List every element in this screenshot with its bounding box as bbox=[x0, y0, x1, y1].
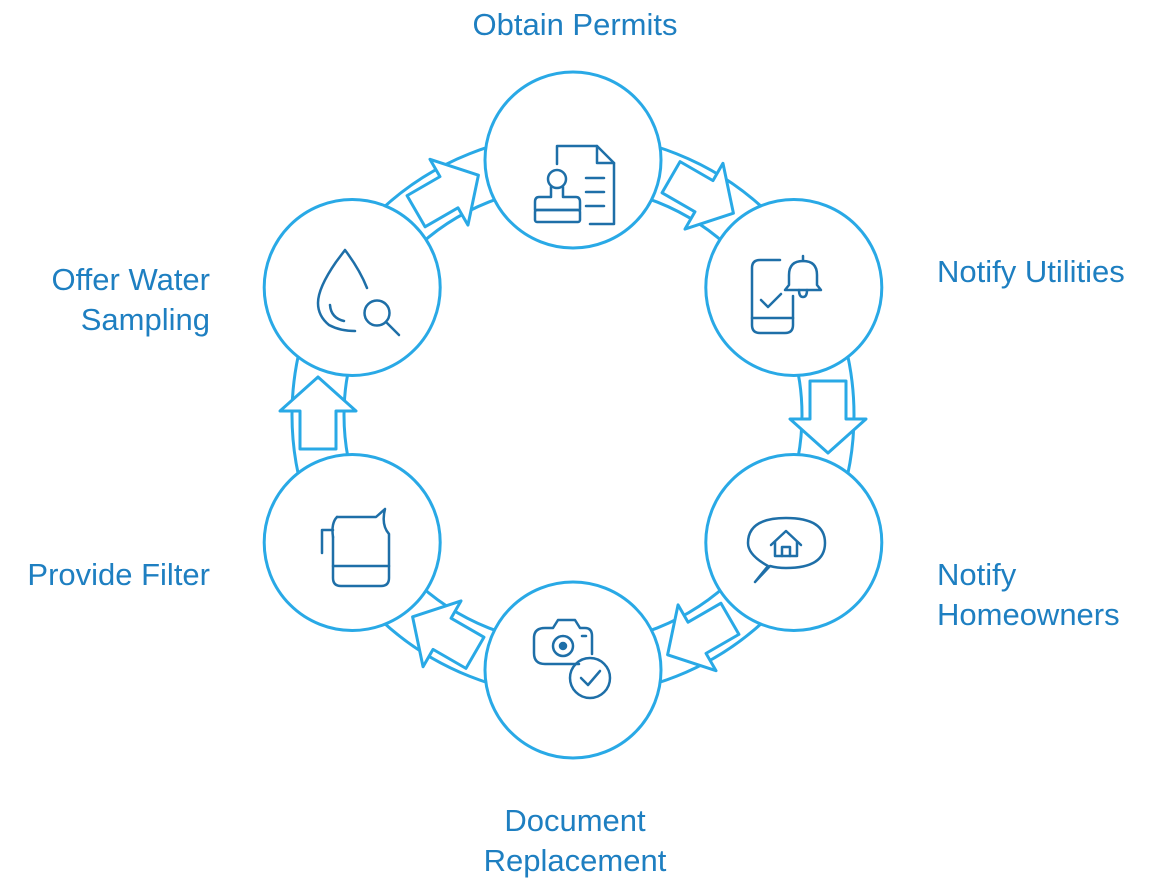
step-circle-3 bbox=[704, 453, 884, 632]
cycle-arrow-4 bbox=[411, 599, 486, 670]
step-circle-1 bbox=[483, 70, 663, 250]
step-label-notify-homeowners: Notify Homeowners bbox=[937, 557, 1120, 632]
phone-bell-icon bbox=[750, 254, 823, 335]
step-label-provide-filter: Provide Filter bbox=[27, 557, 210, 592]
camera-check-icon bbox=[532, 618, 612, 700]
step-circles bbox=[262, 70, 884, 760]
house-speech-bubble-icon bbox=[746, 516, 827, 584]
step-label-document-replacement: Document Replacement bbox=[483, 803, 667, 878]
step-circle-2 bbox=[704, 198, 884, 377]
cycle-arrow-3 bbox=[666, 601, 741, 673]
stamped-document-icon bbox=[533, 144, 616, 226]
water-pitcher-icon bbox=[320, 507, 391, 588]
cycle-arrows bbox=[278, 157, 868, 673]
step-label-notify-utilities: Notify Utilities bbox=[937, 254, 1125, 289]
step-circle-6 bbox=[262, 198, 442, 377]
cycle-arrow-6 bbox=[405, 157, 480, 229]
step-label-obtain-permits: Obtain Permits bbox=[472, 7, 678, 42]
cycle-arrow-2 bbox=[788, 379, 868, 455]
step-circle-4 bbox=[483, 580, 663, 760]
water-drop-search-icon bbox=[316, 248, 401, 337]
cycle-arrow-1 bbox=[660, 160, 735, 231]
cycle-arrow-5 bbox=[278, 375, 358, 451]
step-label-offer-water-sampling: Offer Water Sampling bbox=[51, 262, 210, 337]
step-circle-5 bbox=[262, 453, 442, 632]
